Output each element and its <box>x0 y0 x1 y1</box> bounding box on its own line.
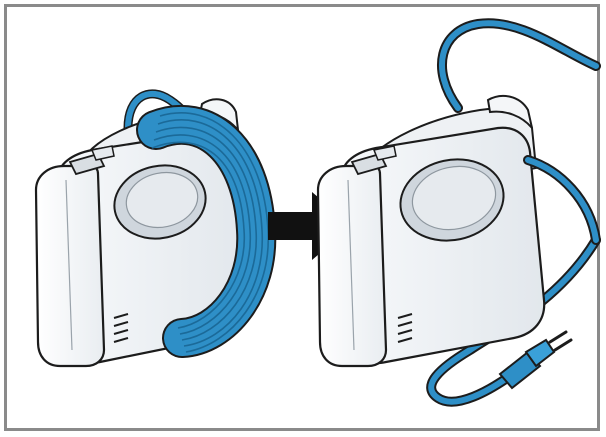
power-plug-icon <box>498 330 573 390</box>
mixer-front <box>316 164 388 368</box>
mixer-with-wound-cord-icon <box>34 89 277 368</box>
mixer-front <box>34 164 106 368</box>
vent-slots <box>397 313 413 343</box>
vent-slots <box>113 313 129 343</box>
wound-cord-coils <box>136 105 277 358</box>
mixer-with-unwound-cord-icon <box>316 18 601 407</box>
